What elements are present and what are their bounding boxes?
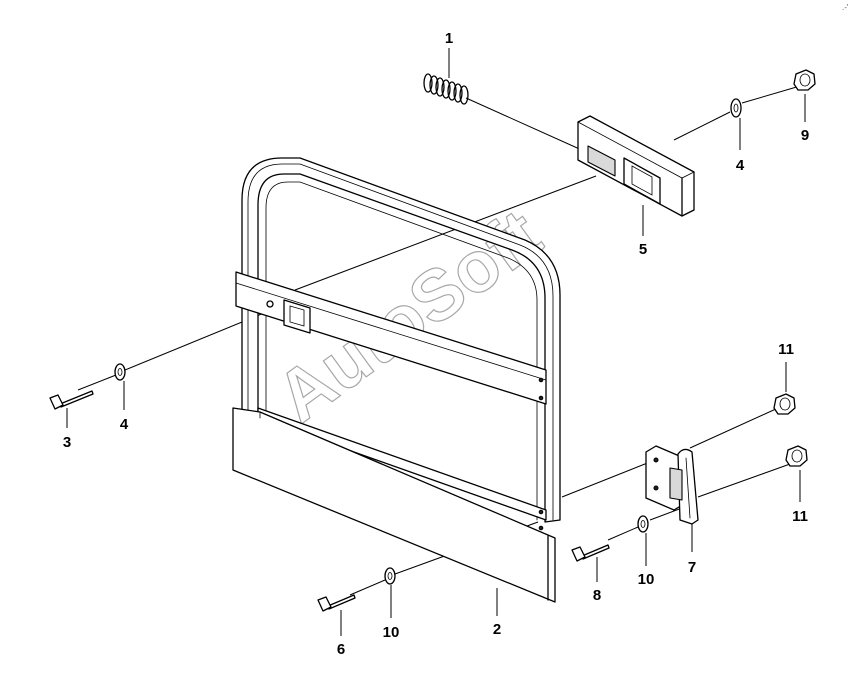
frame-slot — [283, 299, 311, 334]
frame-guard — [232, 157, 561, 603]
spring-coil-3 — [435, 77, 445, 97]
washer-4-upper — [730, 98, 742, 118]
washer-4-left-hole — [117, 368, 123, 376]
spring-coil-6 — [453, 83, 463, 103]
washer-10-right — [637, 515, 649, 533]
nut-11-lower — [785, 445, 808, 467]
line-hinge-to-nut11a — [689, 407, 779, 449]
frame-hole-1 — [538, 377, 544, 383]
nut-9-hole — [799, 73, 811, 87]
line-washer10-to-bolt8 — [607, 526, 639, 541]
washer-10-right-ring — [637, 515, 649, 533]
callout-1: 1 — [445, 30, 453, 47]
frame-hole-4 — [538, 525, 544, 531]
bolt-8 — [571, 544, 610, 562]
line-frame-to-hinge — [561, 461, 651, 498]
bracket-slot-2-inner — [631, 165, 653, 196]
nut-9 — [793, 69, 816, 91]
spring-coil-7 — [459, 85, 469, 105]
nut-11-upper-body — [773, 393, 796, 415]
washer-10-lower-ring — [384, 567, 396, 585]
frame-bolt-hole — [266, 300, 274, 308]
callout-9: 9 — [801, 127, 809, 144]
frame-mounting-bar-edge — [235, 282, 547, 381]
callout-ticks — [66, 48, 806, 636]
callout-3: 3 — [63, 434, 71, 451]
callout-10-lower: 10 — [383, 624, 400, 641]
hinge-hole-1 — [653, 457, 659, 463]
nut-11-lower-body — [785, 445, 808, 467]
nut-11-upper-hole — [779, 397, 791, 411]
washer-10-right-hole — [640, 520, 646, 528]
callout-11-upper: 11 — [778, 341, 794, 358]
spring-coil-2 — [429, 75, 439, 95]
hinge-hole-2 — [653, 485, 659, 491]
bolt-6-shank — [327, 594, 356, 610]
line-washer10-to-bolt6 — [349, 579, 386, 596]
bolt-8-shank — [581, 544, 610, 560]
callout-11-lower: 11 — [792, 508, 808, 525]
callout-6: 6 — [337, 641, 345, 658]
washer-10-lower — [384, 567, 396, 585]
line-nut9-to-washer — [741, 85, 801, 104]
nut-11-lower-hole — [791, 449, 803, 463]
washer-10-lower-hole — [387, 572, 393, 580]
line-frame-to-washer4 — [124, 312, 265, 371]
washer-4-left — [114, 363, 126, 381]
spring — [423, 73, 469, 105]
callout-2: 2 — [493, 621, 501, 638]
bolt-3-head — [49, 394, 64, 410]
nut-11-upper — [773, 393, 796, 415]
frame-hole-2 — [538, 395, 544, 401]
spring-coil-5 — [447, 81, 457, 101]
corner-mark: .-' — [842, 3, 849, 12]
bolt-6 — [317, 594, 356, 612]
nut-9-body — [793, 69, 816, 91]
frame-tube-highlight — [247, 163, 554, 521]
bracket-slot-1 — [587, 145, 616, 177]
washer-4-left-ring — [114, 363, 126, 381]
callout-10-right: 10 — [638, 571, 655, 588]
spring-coil-1 — [423, 73, 433, 93]
frame-slot-inner — [289, 305, 305, 327]
bolt-8-head — [571, 546, 586, 562]
line-washer-to-bracket — [673, 111, 731, 141]
callout-8: 8 — [593, 587, 601, 604]
frame-plate — [232, 407, 556, 603]
bolt-3 — [49, 390, 94, 410]
line-washer4-to-bolt3 — [77, 374, 117, 391]
frame-mounting-bar — [235, 271, 547, 405]
bracket-slot-2 — [623, 157, 661, 205]
callout-labels: 1 9 4 5 3 4 11 11 7 8 10 6 10 2 — [63, 30, 809, 658]
assembly-lines — [77, 85, 801, 596]
line-hinge-to-nut11b — [697, 463, 791, 498]
frame-tube-inner-edge — [265, 181, 538, 521]
bolt-6-head — [317, 596, 332, 612]
spring-coil-4 — [441, 79, 451, 99]
callout-7: 7 — [688, 559, 696, 576]
washer-4-upper-hole — [733, 103, 739, 113]
bracket — [577, 115, 695, 217]
frame-hole-3 — [538, 509, 544, 515]
hinge-knuckle-line — [685, 457, 691, 519]
line-bracket-to-frame — [294, 175, 597, 291]
bolt-3-shank — [59, 390, 94, 408]
washer-4-upper-ring — [730, 98, 742, 118]
hinge — [645, 445, 699, 525]
callout-5: 5 — [639, 241, 647, 258]
callout-4-upper: 4 — [736, 157, 745, 174]
hinge-spring — [669, 467, 683, 501]
callout-4-left: 4 — [120, 416, 129, 433]
frame-tube — [241, 157, 561, 523]
